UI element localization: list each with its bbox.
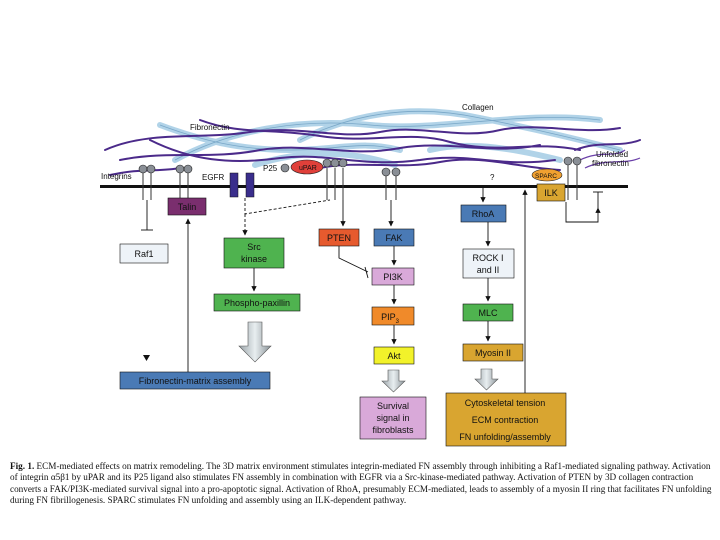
svg-text:RhoA: RhoA: [472, 209, 495, 219]
pten-box: PTEN: [318, 228, 360, 247]
svg-text:MLC: MLC: [478, 308, 498, 318]
fibronectin-fibers: [104, 119, 641, 176]
myosin-box: Myosin II: [462, 343, 524, 362]
ilk-box: ILK: [536, 183, 566, 202]
svg-text:ILK: ILK: [544, 188, 558, 198]
survival-signal-box: Survival signal in fibroblasts: [359, 396, 427, 440]
figure-caption: Fig. 1. ECM-mediated effects on matrix r…: [10, 461, 715, 507]
question-mark: ?: [490, 173, 495, 182]
fn-matrix-assembly-box: Fibronectin-matrix assembly: [119, 371, 271, 390]
p25-label: P25: [263, 164, 278, 173]
svg-text:Survival: Survival: [377, 401, 409, 411]
raf1-box: Raf1: [119, 243, 169, 264]
unfolded-label-1: Unfolded: [596, 150, 628, 159]
src-kinase-box: Src kinase: [223, 237, 285, 269]
svg-text:Cytoskeletal tension: Cytoskeletal tension: [465, 398, 546, 408]
svg-text:signal in: signal in: [376, 413, 409, 423]
talin-box: Talin: [167, 197, 207, 216]
svg-text:FAK: FAK: [385, 233, 402, 243]
integrin-receptor-fak: [381, 167, 401, 200]
svg-text:PTEN: PTEN: [327, 233, 351, 243]
integrins-label: Integrins: [101, 172, 132, 181]
svg-text:and II: and II: [477, 265, 500, 275]
svg-text:ROCK I: ROCK I: [472, 253, 503, 263]
cytoskeletal-tension-box: Cytoskeletal tension ECM contraction FN …: [445, 392, 567, 447]
svg-text:Akt: Akt: [387, 351, 401, 361]
egfr-label: EGFR: [202, 173, 224, 182]
sparc-ilk-complex: SPARC: [531, 156, 582, 200]
cell-membrane: [100, 185, 628, 188]
integrin-receptor-left: [138, 164, 156, 200]
svg-text:Phospho-paxillin: Phospho-paxillin: [224, 298, 290, 308]
rock-box: ROCK I and II: [462, 248, 515, 279]
figure-caption-text: ECM-mediated effects on matrix remodelin…: [10, 461, 712, 506]
akt-box: Akt: [373, 346, 415, 365]
svg-text:PIP3: PIP3: [381, 312, 400, 325]
svg-text:Myosin II: Myosin II: [475, 348, 511, 358]
pip3-box: PIP3: [371, 306, 415, 326]
upar-complex: uPAR: [280, 158, 348, 200]
pi3k-box: PI3K: [371, 267, 415, 286]
upar-label: uPAR: [299, 165, 317, 172]
figure-caption-label: Fig. 1.: [10, 461, 35, 471]
phospho-paxillin-box: Phospho-paxillin: [213, 293, 301, 312]
svg-text:Src: Src: [247, 242, 261, 252]
svg-text:fibroblasts: fibroblasts: [372, 425, 414, 435]
unfolded-label-2: fibronectin: [592, 159, 629, 168]
svg-text:kinase: kinase: [241, 254, 267, 264]
pathway-connectors: [141, 188, 603, 393]
svg-text:Talin: Talin: [178, 202, 197, 212]
svg-text:FN unfolding/assembly: FN unfolding/assembly: [459, 432, 551, 442]
fibronectin-label: Fibronectin: [190, 123, 230, 132]
mlc-box: MLC: [462, 303, 514, 322]
svg-text:Raf1: Raf1: [134, 249, 153, 259]
collagen-label: Collagen: [462, 103, 494, 112]
svg-text:Fibronectin-matrix assembly: Fibronectin-matrix assembly: [139, 376, 252, 386]
egfr-receptor: [229, 172, 255, 198]
sparc-label: SPARC: [535, 173, 557, 180]
svg-text:ECM contraction: ECM contraction: [472, 415, 539, 425]
rhoa-box: RhoA: [460, 204, 507, 223]
big-down-arrows: [238, 321, 499, 393]
integrin-receptor-talin: [175, 164, 193, 200]
svg-text:PI3K: PI3K: [383, 272, 403, 282]
fak-box: FAK: [373, 228, 415, 247]
